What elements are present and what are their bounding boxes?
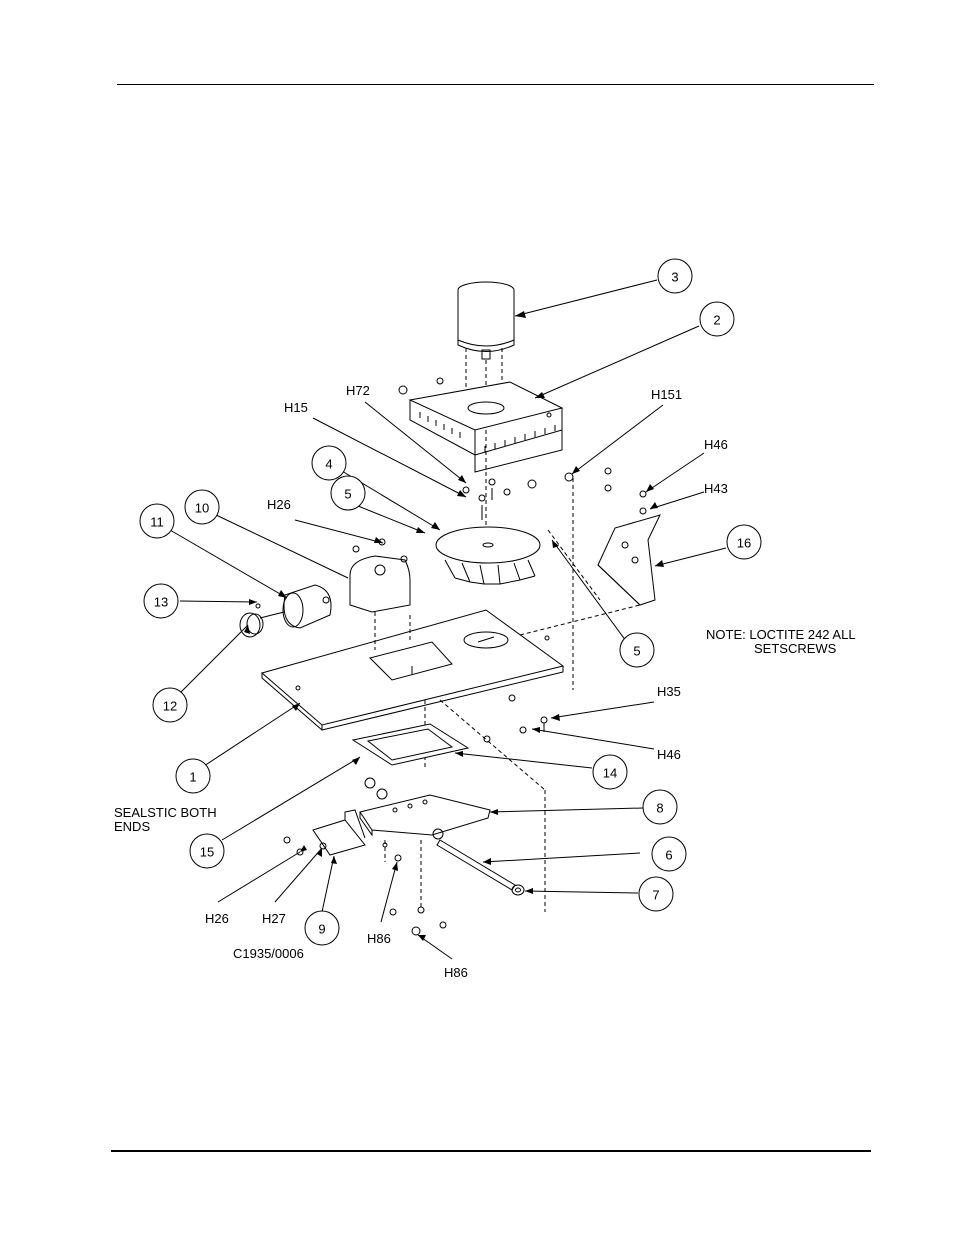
callout-11 <box>139 503 175 539</box>
callout-16 <box>726 524 762 560</box>
hardware-label: H86 <box>444 965 468 980</box>
callout-label: 10 <box>195 501 209 516</box>
leader-lines <box>169 279 727 960</box>
callout-label: 5 <box>633 644 640 659</box>
sealstic-note: SEALSTIC BOTH <box>114 805 217 820</box>
callout-label: 9 <box>318 922 325 937</box>
callout-label: 6 <box>665 848 672 863</box>
callout-label: 16 <box>737 536 751 551</box>
callout-label: 5 <box>344 487 351 502</box>
callout-4 <box>311 445 347 481</box>
motor-cylinder-part <box>457 281 515 360</box>
callout-label: 13 <box>154 595 168 610</box>
callout-14 <box>592 754 628 790</box>
callout-label: 14 <box>603 766 617 781</box>
callout-9 <box>304 910 340 946</box>
callout-label: 15 <box>200 845 214 860</box>
callout-8 <box>642 789 678 825</box>
hardware-label: H26 <box>267 497 291 512</box>
housing-fasteners <box>462 467 647 520</box>
loctite-note-line2: SETSCREWS <box>754 641 837 656</box>
frame-gasket-part <box>351 723 470 766</box>
callout-12 <box>152 687 188 723</box>
hardware-label: H46 <box>704 437 728 452</box>
hardware-label: H151 <box>651 387 682 402</box>
footer-rule <box>111 1150 871 1152</box>
hardware-label: H35 <box>657 684 681 699</box>
hardware-label: H86 <box>367 931 391 946</box>
callout-7 <box>638 876 674 912</box>
tie-rod-part <box>436 839 525 896</box>
callout-label: 11 <box>150 515 164 530</box>
callout-15 <box>189 833 225 869</box>
hardware-label: H26 <box>205 911 229 926</box>
callout-circles <box>139 258 762 946</box>
callout-label: 3 <box>671 270 678 285</box>
hardware-label: H43 <box>704 481 728 496</box>
callout-6 <box>651 836 687 872</box>
callout-2 <box>699 301 735 337</box>
callout-label: 8 <box>656 801 663 816</box>
callout-label: 2 <box>713 313 720 328</box>
hardware-label: H15 <box>284 400 308 415</box>
drawing-code: C1935/0006 <box>233 946 304 961</box>
hardware-label: H46 <box>657 747 681 762</box>
callout-5-top <box>330 475 366 511</box>
fan-housing-part <box>398 377 564 473</box>
hardware-label: H72 <box>346 383 370 398</box>
callout-5-bottom <box>619 632 655 668</box>
small-bracket-part <box>283 809 366 856</box>
callout-label: 4 <box>325 457 332 472</box>
loctite-note: NOTE: LOCTITE 242 ALL <box>706 627 856 642</box>
pulley-part <box>239 603 264 638</box>
motor-bracket-part <box>349 538 411 613</box>
callout-1 <box>175 758 211 794</box>
callout-10 <box>184 489 220 525</box>
mounting-plate-part <box>359 777 491 840</box>
sealstic-note-line2: ENDS <box>114 819 151 834</box>
fan-wheel-part <box>435 526 541 585</box>
callout-label: 7 <box>652 888 659 903</box>
side-bracket-part <box>597 514 661 606</box>
callout-13 <box>143 583 179 619</box>
hardware-label: H27 <box>262 911 286 926</box>
base-plate-part <box>260 609 565 731</box>
small-motor-part <box>259 584 332 629</box>
callout-3 <box>657 258 693 294</box>
callout-label: 12 <box>163 699 177 714</box>
callout-label: 1 <box>189 770 196 785</box>
header-rule <box>117 84 874 85</box>
